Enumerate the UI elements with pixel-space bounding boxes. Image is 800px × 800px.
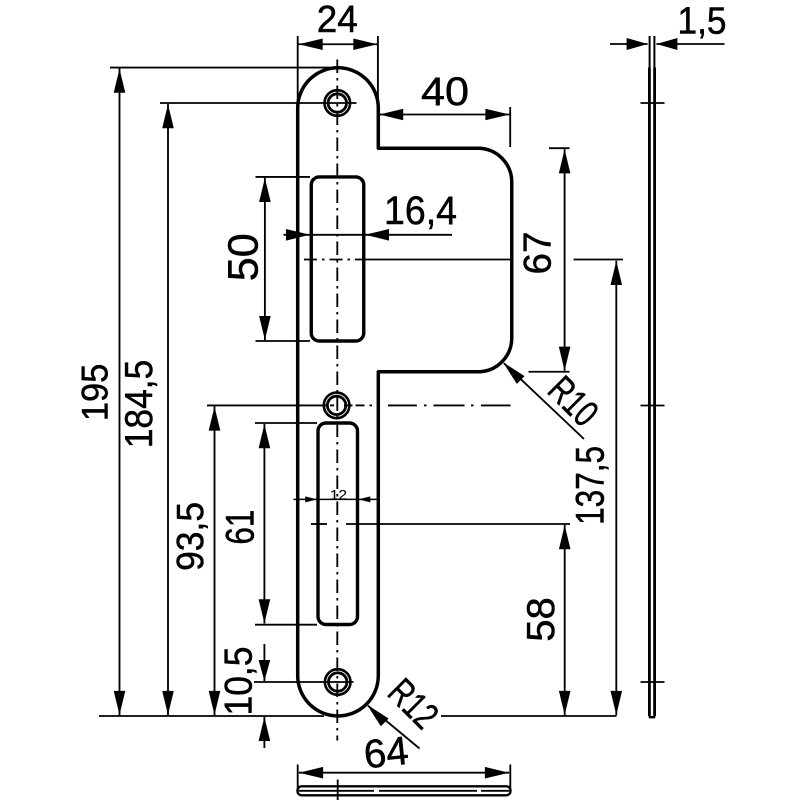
svg-text:184,5: 184,5 — [118, 360, 161, 449]
svg-text:R12: R12 — [379, 671, 445, 737]
svg-text:R10: R10 — [539, 369, 605, 435]
svg-text:137,5: 137,5 — [569, 446, 613, 525]
svg-text:58: 58 — [520, 597, 563, 642]
svg-text:195: 195 — [75, 364, 116, 422]
svg-text:10,5: 10,5 — [217, 647, 260, 716]
svg-text:64: 64 — [362, 729, 411, 777]
svg-text:50: 50 — [220, 233, 268, 281]
svg-text:24: 24 — [317, 0, 358, 41]
svg-text:1,5: 1,5 — [678, 0, 727, 42]
svg-text:67: 67 — [516, 232, 559, 275]
svg-text:40: 40 — [421, 70, 469, 114]
svg-text:61: 61 — [219, 510, 263, 545]
svg-text:16,4: 16,4 — [384, 189, 457, 233]
svg-text:12: 12 — [330, 486, 347, 502]
svg-text:93,5: 93,5 — [170, 502, 212, 571]
